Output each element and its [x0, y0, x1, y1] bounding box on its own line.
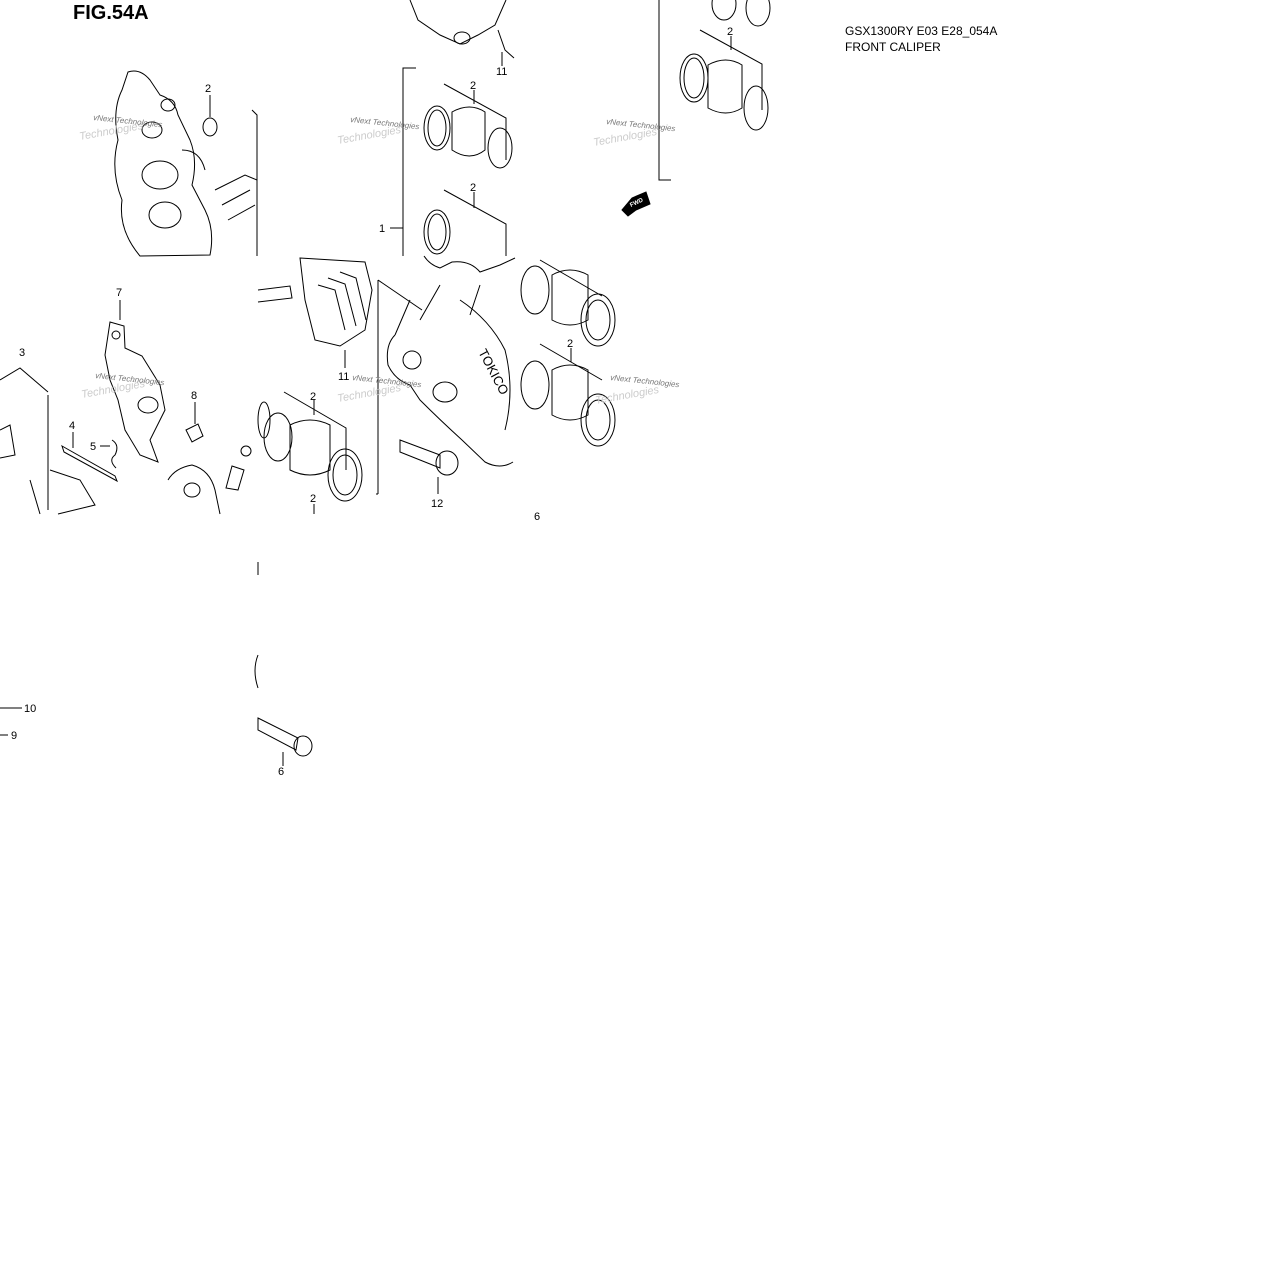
bracket-7 — [104, 300, 166, 463]
callout-9: 9 — [11, 730, 17, 742]
callout-1: 1 — [379, 223, 385, 235]
pad-pin-4 — [61, 432, 118, 483]
clip-5 — [100, 439, 118, 469]
seal-kit-group-1 — [390, 67, 513, 256]
callout-5: 5 — [90, 441, 96, 453]
model-code: GSX1300RY E03 E28_054A — [845, 24, 998, 38]
brake-pad-center — [257, 257, 373, 368]
callout-2: 2 — [310, 493, 316, 505]
seal-kit-group-2 — [423, 189, 507, 256]
callout-2: 2 — [205, 83, 211, 95]
callout-11: 11 — [496, 66, 507, 78]
callout-12: 12 — [431, 498, 443, 510]
watermark-group: Technologies vNext Technologies Technolo… — [78, 113, 679, 407]
callout-10: 10 — [24, 703, 36, 715]
bolt-8 — [185, 402, 204, 443]
piston-group-lower — [257, 391, 378, 514]
piston-group-center-bottom — [520, 343, 616, 447]
caliper-body-center — [377, 255, 516, 494]
fwd-arrow-icon — [621, 191, 651, 217]
bolt-12 — [399, 439, 459, 494]
callout-4: 4 — [69, 420, 75, 432]
callout-11: 11 — [338, 371, 349, 383]
section-title: FRONT CALIPER — [845, 40, 941, 54]
bolt-6 — [257, 717, 313, 766]
callout-6: 6 — [278, 766, 284, 778]
callout-2: 2 — [727, 26, 733, 38]
piston-seal-ring — [202, 117, 218, 137]
brake-pad-left — [0, 367, 96, 515]
fwd-label: FWD — [629, 197, 645, 208]
callout-2: 2 — [310, 391, 316, 403]
lower-fragments — [0, 562, 259, 736]
callout-numbers: 1 2 2 2 2 2 2 2 3 4 5 6 6 7 8 9 10 11 11… — [11, 26, 733, 778]
callout-2: 2 — [567, 338, 573, 350]
piston-group-center-top — [520, 259, 616, 347]
bleeder-valve — [225, 445, 252, 491]
watermark-shadow: Technologies — [594, 384, 660, 407]
callout-7: 7 — [116, 287, 122, 299]
figure-title: FIG.54A — [73, 2, 149, 24]
callout-6: 6 — [534, 511, 540, 523]
callout-8: 8 — [191, 390, 197, 402]
caliper-body-lower — [167, 464, 221, 515]
caliper-fragment-top — [409, 0, 515, 66]
callout-3: 3 — [19, 347, 25, 359]
callout-2: 2 — [470, 80, 476, 92]
callout-2: 2 — [470, 182, 476, 194]
seal-kit-group-3 — [658, 0, 771, 181]
caliper-body-left — [114, 70, 258, 257]
